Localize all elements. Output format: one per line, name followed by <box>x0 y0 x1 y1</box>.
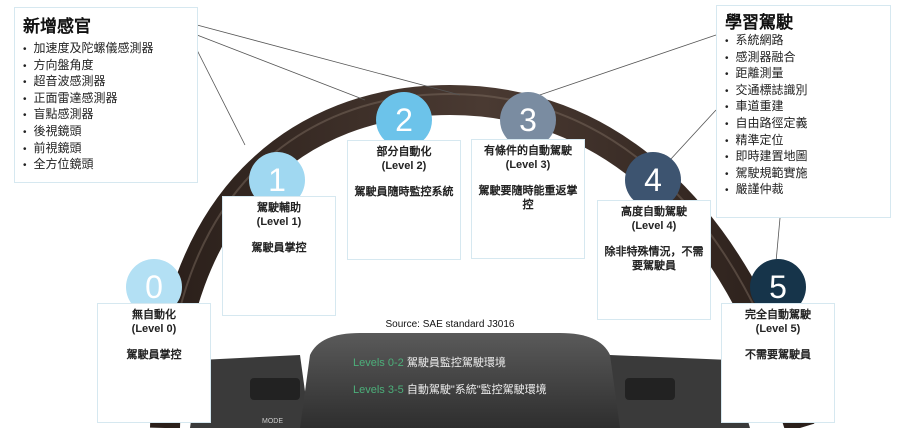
list-item: 超音波感測器 <box>23 74 189 91</box>
level-desc: 駕駛員掌控 <box>126 349 182 361</box>
list-item: 自由路徑定義 <box>725 116 882 133</box>
level-desc: 駕駛員隨時監控系統 <box>354 186 454 198</box>
level-desc: 駕駛要隨時能重返掌控 <box>478 185 578 211</box>
level-2-badge: 2 <box>376 92 432 148</box>
list-item: 系統網路 <box>725 33 882 50</box>
new-sensors-panel: 新增感官 加速度及陀螺儀感測器 方向盤角度 超音波感測器 正面雷達感測器 盲點感… <box>14 7 198 183</box>
legend-text: 駕駛員監控駕駛環境 <box>406 357 506 369</box>
level-code: (Level 3) <box>505 159 551 171</box>
level-name: 部分自動化 <box>376 146 432 158</box>
legend-levels-0-2: Levels 0-2 駕駛員監控駕駛環境 <box>353 354 506 370</box>
mode-label: MODE <box>262 418 283 425</box>
level-1-card: 駕駛輔助 (Level 1) 駕駛員掌控 <box>222 196 336 316</box>
list-item: 後視鏡頭 <box>23 124 189 141</box>
list-item: 加速度及陀螺儀感測器 <box>23 41 189 58</box>
learning-drive-panel: 學習駕駛 系統網路 感測器融合 距離測量 交通標誌識別 車道重建 自由路徑定義 … <box>716 5 891 218</box>
level-desc: 不需要駕駛員 <box>745 349 811 361</box>
level-name: 駕駛輔助 <box>257 202 301 214</box>
level-name: 無自動化 <box>132 309 176 321</box>
list-item: 駕駛規範實施 <box>725 166 882 183</box>
legend-text: 自動駕駛"系統"監控駕駛環境 <box>406 384 547 396</box>
list-item: 精準定位 <box>725 133 882 150</box>
level-name: 有條件的自動駕駛 <box>484 145 572 157</box>
level-3-card: 有條件的自動駕駛 (Level 3) 駕駛要隨時能重返掌控 <box>471 139 585 259</box>
list-item: 全方位鏡頭 <box>23 157 189 174</box>
level-2-card: 部分自動化 (Level 2) 駕駛員隨時監控系統 <box>347 140 461 260</box>
connector-lines <box>196 24 781 263</box>
legend-range: Levels 0-2 <box>353 357 404 369</box>
list-item: 方向盤角度 <box>23 58 189 75</box>
level-0-card: 無自動化 (Level 0) 駕駛員掌控 <box>97 303 211 423</box>
level-code: (Level 1) <box>256 216 302 228</box>
wheel-hub <box>300 333 620 428</box>
new-sensors-title: 新增感官 <box>23 17 91 36</box>
list-item: 即時建置地圖 <box>725 149 882 166</box>
level-4-badge: 4 <box>625 152 681 208</box>
list-item: 前視鏡頭 <box>23 141 189 158</box>
list-item: 正面雷達感測器 <box>23 91 189 108</box>
level-desc: 駕駛員掌控 <box>251 242 307 254</box>
learning-drive-title: 學習駕駛 <box>725 13 793 32</box>
list-item: 車道重建 <box>725 99 882 116</box>
source-caption: Source: SAE standard J3016 <box>385 319 515 330</box>
level-code: (Level 2) <box>381 160 427 172</box>
level-code: (Level 0) <box>131 323 177 335</box>
list-item: 盲點感測器 <box>23 107 189 124</box>
level-code: (Level 4) <box>631 220 677 232</box>
list-item: 交通標誌識別 <box>725 83 882 100</box>
list-item: 嚴謹仲裁 <box>725 182 882 199</box>
level-desc: 除非特殊情況，不需要駕駛員 <box>604 246 704 272</box>
legend-levels-3-5: Levels 3-5 自動駕駛"系統"監控駕駛環境 <box>353 381 547 397</box>
level-name: 完全自動駕駛 <box>745 309 811 321</box>
level-3-badge: 3 <box>500 92 556 148</box>
level-4-card: 高度自動駕駛 (Level 4) 除非特殊情況，不需要駕駛員 <box>597 200 711 320</box>
level-name: 高度自動駕駛 <box>621 206 687 218</box>
list-item: 感測器融合 <box>725 50 882 67</box>
list-item: 距離測量 <box>725 66 882 83</box>
level-5-card: 完全自動駕駛 (Level 5) 不需要駕駛員 <box>721 303 835 423</box>
legend-range: Levels 3-5 <box>353 384 404 396</box>
wheel-rim <box>150 84 815 428</box>
level-code: (Level 5) <box>755 323 801 335</box>
